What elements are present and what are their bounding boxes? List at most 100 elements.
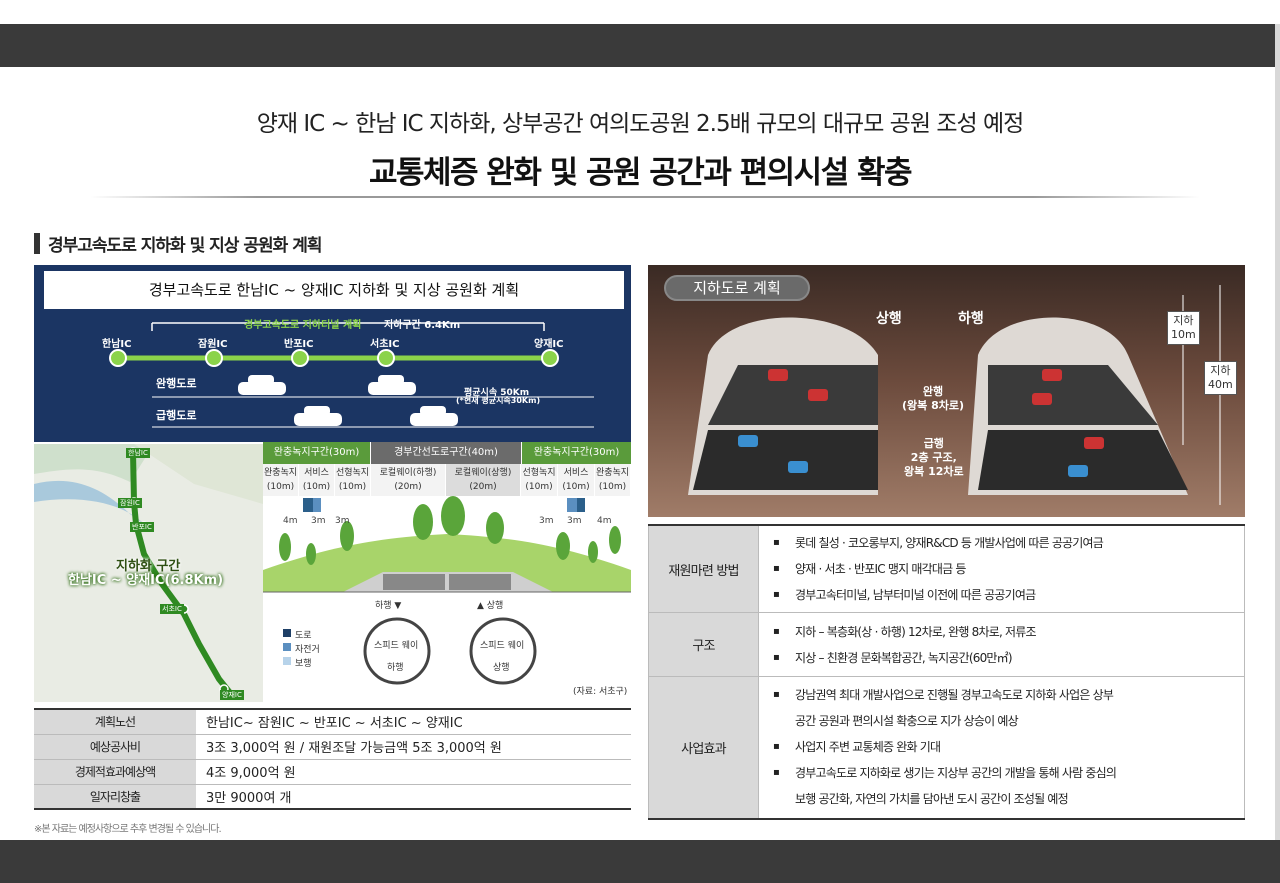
ic-label-seocho: 서초IC: [370, 339, 400, 350]
sub-zone: 선형녹지(10m): [521, 464, 558, 496]
fast-lane-label: 급행도로: [156, 409, 197, 422]
sub-zone: 선형녹지(10m): [335, 464, 371, 496]
speedway-up-name: 스피드 웨이: [480, 641, 525, 651]
plan-panel-title: 경부고속도로 한남IC ~ 양재IC 지하화 및 지상 공원화 계획: [44, 271, 624, 309]
list-item-continued: 보행 공간화, 자연의 가치를 담아낸 도시 공간이 조성될 예정: [795, 792, 1069, 807]
row-value: 강남권역 최대 개발사업으로 진행될 경부고속도로 지하화 사업은 상부 공간 …: [758, 676, 1245, 820]
table-row: 구조 지하 – 복층화(상 · 하행) 12차로, 완행 8차로, 저류조 지상…: [648, 612, 1245, 677]
list-item: 경부고속터미널, 남부터미널 이전에 따른 공공기여금: [773, 582, 1234, 608]
legend-walk-swatch: [283, 657, 291, 665]
row-key: 일자리창출: [34, 784, 196, 810]
page-title: 교통체증 완화 및 공원 공간과 편의시설 확충: [368, 155, 913, 191]
section-marker: [34, 232, 40, 254]
dir-up: 상행: [876, 311, 902, 327]
speedway-up: [469, 617, 537, 685]
dim-label: 4m: [597, 516, 612, 526]
row-value: 롯데 칠성 · 코오롱부지, 양재R&CD 등 개발사업에 따른 공공기여금 양…: [758, 524, 1245, 613]
ic-label-hannam: 한남IC: [102, 339, 132, 350]
dim-label: 3m: [539, 516, 554, 526]
sub-zone: 서비스(10m): [558, 464, 595, 496]
speedway-down: [363, 617, 431, 685]
car-icon: [768, 369, 1104, 449]
dim-label: 3m: [567, 516, 582, 526]
list-item-continued: 공간 공원과 편의시설 확충으로 지가 상승이 예상: [795, 714, 1019, 729]
speed-label: 평균시속 50Km: [464, 388, 530, 398]
ic-label-banpo: 반포IC: [284, 339, 314, 350]
bike-lane-marker: [313, 498, 321, 512]
map-ic-yangjae: 양재IC: [220, 690, 244, 700]
table-row: 재원마련 방법 롯데 칠성 · 코오롱부지, 양재R&CD 등 개발사업에 따른…: [648, 524, 1245, 613]
map-ic-banpo: 반포IC: [130, 522, 154, 532]
legend-road-swatch: [283, 629, 291, 637]
page-subtitle: 양재 IC ~ 한남 IC 지하화, 상부공간 여의도공원 2.5배 규모의 대…: [256, 111, 1025, 137]
row-value: 한남IC~ 잠원IC ~ 반포IC ~ 서초IC ~ 양재IC: [196, 708, 631, 735]
fast-deck-up: [693, 430, 878, 490]
river-shape: [34, 480, 144, 524]
slow-lane-note: 완행(왕복 8차로): [902, 385, 965, 412]
map-label-zone: 지하화 구간: [116, 559, 181, 574]
row-key: 재원마련 방법: [648, 524, 759, 613]
speedway-down-dir: 하행: [387, 663, 404, 673]
slow-lane-label: 완행도로: [156, 377, 197, 390]
plan-panel: 경부고속도로 한남IC ~ 양재IC 지하화 및 지상 공원화 계획 경부고속도…: [34, 265, 631, 442]
list-item: 강남권역 최대 개발사업으로 진행될 경부고속도로 지하화 사업은 상부: [773, 682, 1234, 708]
top-bar: [0, 24, 1280, 67]
legend-bike-swatch: [283, 643, 291, 651]
map-ic-hannam: 한남IC: [126, 448, 150, 458]
row-key: 예상공사비: [34, 734, 196, 760]
car-icon: [738, 435, 1088, 477]
slow-deck-down: [988, 365, 1158, 425]
speedway-down-name: 스피드 웨이: [374, 641, 419, 651]
sub-zone: 로컬웨이(하행)(20m): [371, 464, 446, 496]
map-ic-jamwon: 잠원IC: [118, 498, 142, 508]
legend-walk: 보행: [295, 659, 312, 669]
district-area: [134, 444, 263, 504]
zone-expressway: 경부간선도로구간(40m): [371, 442, 521, 464]
zone-buffer-left: 완충녹지구간(30m): [263, 442, 370, 464]
bike-lane-marker: [577, 498, 585, 512]
list-item: 지상 – 친환경 문화복합공간, 녹지공간(60만㎡): [773, 645, 1234, 671]
section-heading: 경부고속도로 지하화 및 지상 공원화 계획: [34, 232, 322, 256]
fast-deck-down: [978, 430, 1188, 490]
up-label: ▲ 상행: [477, 601, 504, 611]
park-area: [34, 444, 154, 482]
table-row: 사업효과 강남권역 최대 개발사업으로 진행될 경부고속도로 지하화 사업은 상…: [648, 676, 1245, 820]
sub-zone: 로컬웨이(상행)(20m): [446, 464, 521, 496]
list-item: 롯데 칠성 · 코오롱부지, 양재R&CD 등 개발사업에 따른 공공기여금: [773, 530, 1234, 556]
source-label: (자료: 서초구): [573, 687, 628, 697]
list-item: 양재 · 서초 · 반포IC 맹지 매각대금 등: [773, 556, 1234, 582]
ic-label-yangjae: 양재IC: [534, 339, 564, 350]
legend-road: 도로: [295, 631, 312, 641]
slow-deck-up: [708, 365, 878, 425]
right-edge: [1275, 24, 1280, 840]
speedway-up-dir: 상행: [493, 663, 510, 673]
list-item: 지하 – 복층화(상 · 하행) 12차로, 완행 8차로, 저류조: [773, 619, 1234, 645]
green-mound: [263, 534, 631, 592]
car-icon: [238, 375, 458, 426]
map-ic-seocho: 서초IC: [160, 604, 184, 614]
sub-zone: 완충녹지(10m): [263, 464, 299, 496]
down-label: 하행 ▼: [375, 601, 402, 611]
list-item: 경부고속도로 지하화로 생기는 지상부 공간의 개발을 통해 사람 중심의: [773, 760, 1234, 786]
row-key: 경제적효과예상액: [34, 759, 196, 785]
route-line: [130, 451, 234, 696]
up-box: [449, 574, 511, 590]
map-label-range: 한남IC ~ 양재IC(6.8Km): [68, 573, 224, 588]
tunnel-tag: 지하도로 계획: [664, 275, 810, 301]
list-item: 사업지 주변 교통체증 완화 기대: [773, 734, 1234, 760]
dir-down: 하행: [958, 311, 984, 327]
tree-icon: [279, 496, 621, 565]
plan-diagram: [109, 322, 594, 428]
speed-note: (*현재 평균시속30Km): [456, 396, 541, 405]
detail-table: 재원마련 방법 롯데 칠성 · 코오롱부지, 양재R&CD 등 개발사업에 따른…: [648, 524, 1245, 820]
section-title: 경부고속도로 지하화 및 지상 공원화 계획: [48, 235, 322, 256]
ic-dot-seocho: [377, 349, 395, 367]
sub-zone: 서비스(10m): [299, 464, 335, 496]
